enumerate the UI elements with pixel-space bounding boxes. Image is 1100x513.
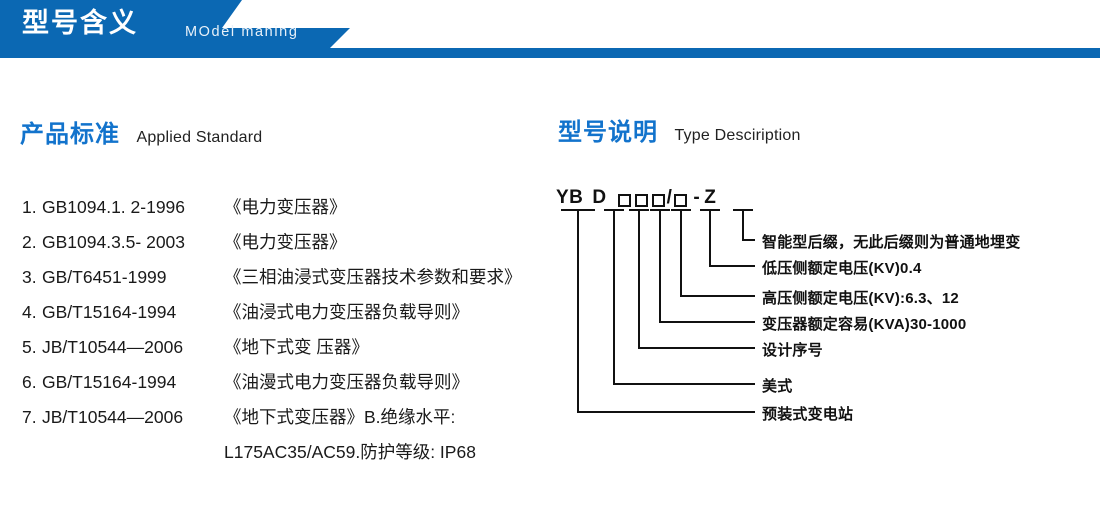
standard-code: GB/T15164-1994 <box>42 302 177 322</box>
standard-index: 4. <box>22 302 37 322</box>
section-heading-en: Type Desciription <box>674 127 801 144</box>
code-token-d: D <box>592 187 607 208</box>
standard-index: 1. <box>22 197 37 217</box>
page-header-banner: 型号含义 MOdel maning <box>0 0 1100 58</box>
standard-code: GB/T6451-1999 <box>42 267 167 287</box>
section-heading-cn: 型号说明 <box>558 119 658 146</box>
standard-index: 7. <box>22 407 37 427</box>
applied-standards-list: 1. GB1094.1. 2-1996 《电力变压器》 2. GB1094.3.… <box>22 190 542 470</box>
section-heading-type-description: 型号说明 Type Desciription <box>558 112 801 147</box>
standard-item: 4. GB/T15164-1994 《油浸式电力变压器负载导则》 <box>22 295 542 330</box>
standard-index: 3. <box>22 267 37 287</box>
banner-title-cn: 型号含义 <box>22 8 138 38</box>
standard-continuation-line: L175AC35/AC59.防护等级: IP68 <box>224 442 476 462</box>
type-code-string: YB D / - Z <box>556 186 716 209</box>
standard-index: 6. <box>22 372 37 392</box>
callout-label-american-type: 美式 <box>762 378 793 395</box>
standard-item: 1. GB1094.1. 2-1996 《电力变压器》 <box>22 190 542 225</box>
leader-lines <box>561 209 755 413</box>
section-heading-cn: 产品标准 <box>20 121 120 148</box>
standard-item: 2. GB1094.3.5- 2003 《电力变压器》 <box>22 225 542 260</box>
code-placeholder-box-1 <box>617 194 631 207</box>
code-token-z: Z <box>704 187 717 208</box>
standard-index: 2. <box>22 232 37 252</box>
standard-title: 《油漫式电力变压器负载导则》 <box>224 372 469 392</box>
type-code-diagram: YB D / - Z <box>556 186 1096 436</box>
callout-label-hv-voltage: 高压侧额定电压(KV):6.3、12 <box>762 290 959 307</box>
standard-item: 3. GB/T6451-1999 《三相油浸式变压器技术参数和要求》 <box>22 260 542 295</box>
standard-code: GB1094.1. 2-1996 <box>42 197 186 217</box>
section-heading-applied-standard: 产品标准 Applied Standard <box>20 114 262 149</box>
section-heading-en: Applied Standard <box>136 129 263 146</box>
standard-title: 《电力变压器》 <box>224 197 347 217</box>
code-placeholder-box-4 <box>674 194 688 207</box>
banner-background-shape <box>0 0 1100 58</box>
standard-item: 5. JB/T10544—2006 《地下式变 压器》 <box>22 330 542 365</box>
callout-label-substation: 预装式变电站 <box>762 406 854 423</box>
callout-label-suffix: 智能型后缀，无此后缀则为普通地埋变 <box>762 234 1021 251</box>
standard-title: 《三相油浸式变压器技术参数和要求》 <box>224 267 522 287</box>
callout-label-lv-voltage: 低压侧额定电压(KV)0.4 <box>762 260 922 277</box>
standard-code: GB/T15164-1994 <box>42 372 177 392</box>
code-token-slash: / <box>666 187 673 208</box>
standard-item: 7. JB/T10544—2006 《地下式变压器》B.绝缘水平: <box>22 400 542 435</box>
standard-code: JB/T10544—2006 <box>42 337 184 357</box>
standard-code: GB1094.3.5- 2003 <box>42 232 186 252</box>
standard-title: 《电力变压器》 <box>224 232 347 252</box>
standard-title: 《油浸式电力变压器负载导则》 <box>224 302 469 322</box>
callout-label-design-serial: 设计序号 <box>762 342 823 359</box>
banner-title-en: MOdel maning <box>185 24 299 40</box>
standard-index: 5. <box>22 337 37 357</box>
code-placeholder-box-2 <box>634 194 648 207</box>
standard-title: 《地下式变 压器》 <box>224 337 369 357</box>
standard-item: 6. GB/T15164-1994 《油漫式电力变压器负载导则》 <box>22 365 542 400</box>
code-token-yb: YB <box>556 187 584 208</box>
code-placeholder-box-3 <box>651 194 665 207</box>
standard-code: JB/T10544—2006 <box>42 407 184 427</box>
standard-title: 《地下式变压器》B.绝缘水平: <box>224 407 456 427</box>
callout-label-capacity: 变压器额定容易(KVA)30-1000 <box>762 316 967 333</box>
code-token-dash: - <box>693 187 701 208</box>
